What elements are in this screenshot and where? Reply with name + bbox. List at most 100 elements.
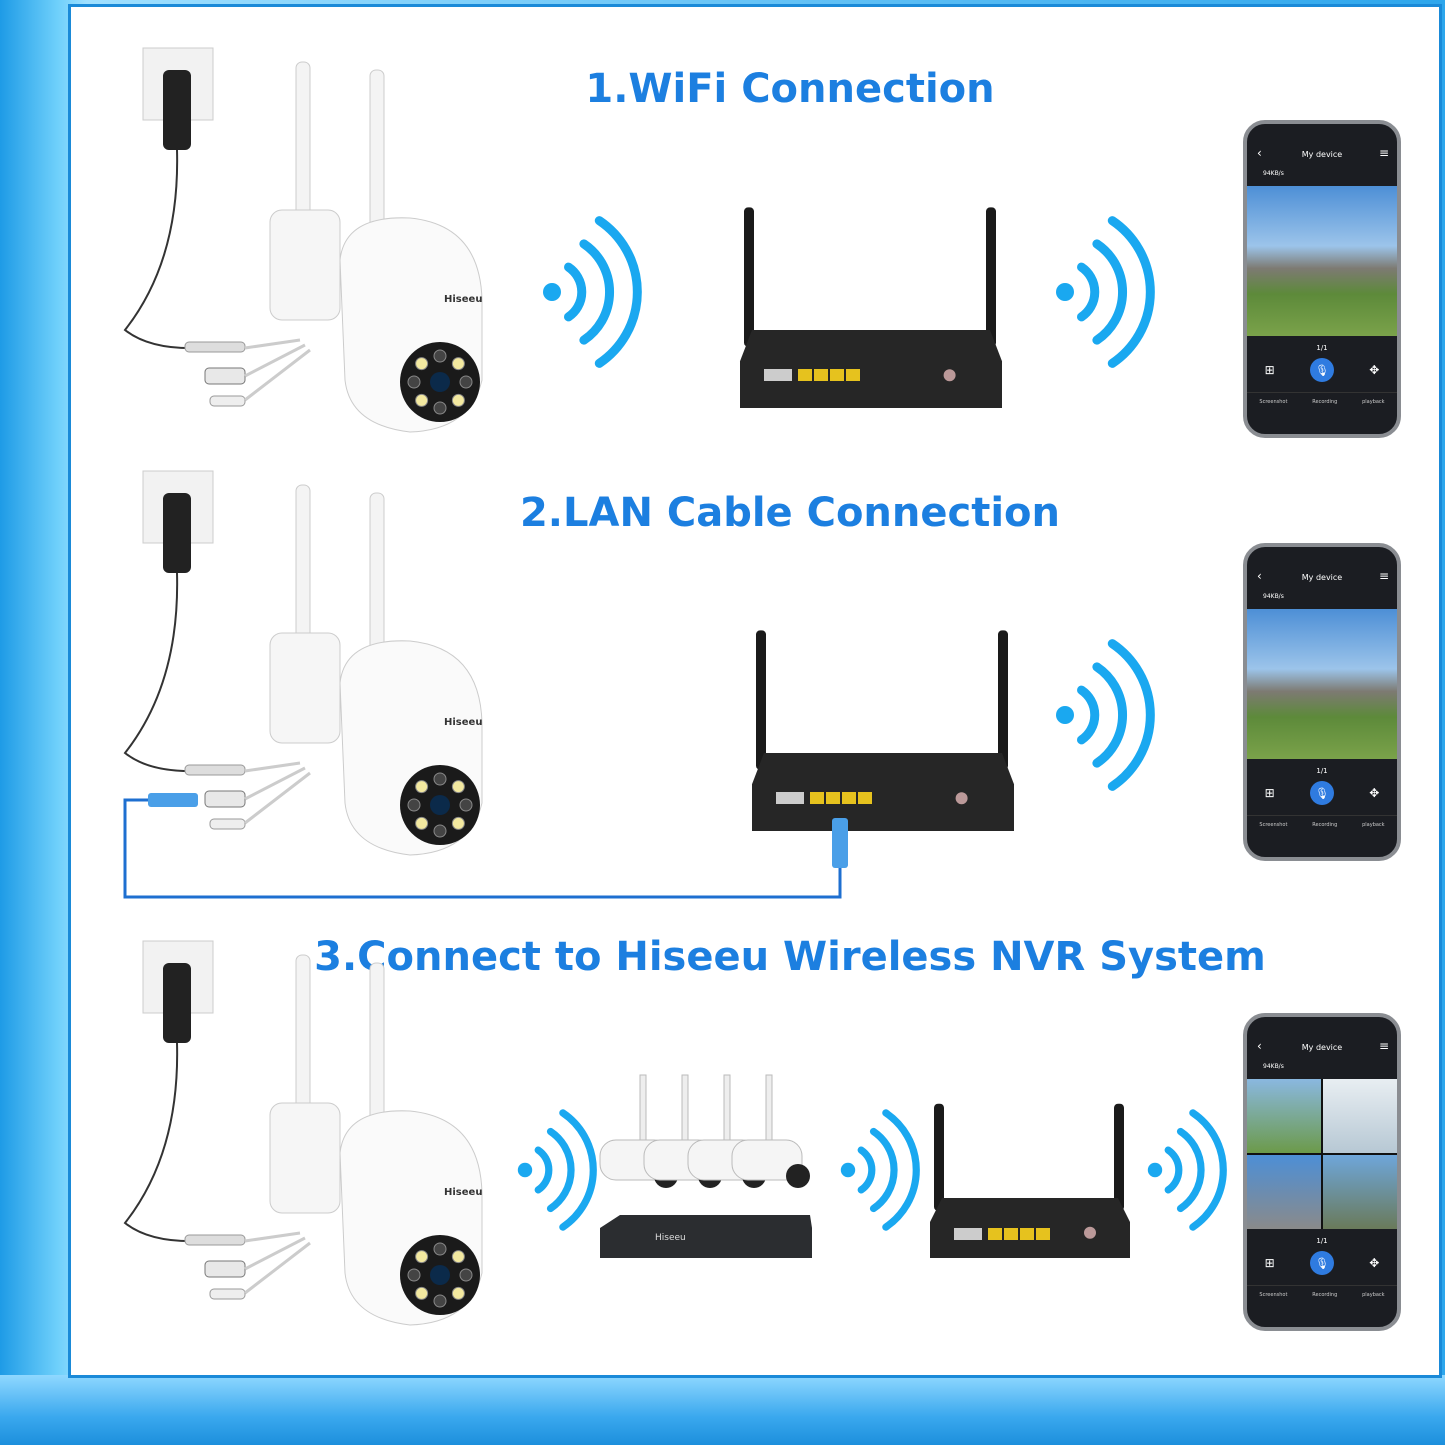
led-light [459, 798, 473, 812]
wifi-dot [517, 1162, 533, 1178]
led-light [407, 375, 421, 389]
router-power-port [943, 369, 956, 382]
screenshot-button[interactable]: Screenshot [1259, 1292, 1288, 1298]
router-lan-port [798, 369, 812, 381]
wifi-signal-icon [840, 1109, 920, 1231]
recording-button[interactable]: Recording [1312, 1292, 1338, 1298]
wifi-arc [1092, 662, 1128, 768]
playback-button[interactable]: playback [1362, 822, 1385, 828]
back-icon[interactable]: ‹ [1257, 146, 1262, 160]
led-light [433, 349, 447, 363]
reset-connector [209, 1288, 246, 1300]
wifi-dot [1056, 283, 1074, 301]
camera-setup: Hiseeu [123, 940, 483, 1326]
lan-plug [148, 793, 198, 807]
speed-readout: 94KB/s [1263, 593, 1284, 600]
wifi-dot [840, 1162, 856, 1178]
grid-icon[interactable]: ⊞ [1264, 1256, 1275, 1270]
speed-readout: 94KB/s [1263, 1063, 1284, 1070]
wifi-arc [857, 1146, 876, 1194]
app-header: ‹ My device ≡ 94KB/s [1247, 547, 1397, 609]
ptz-direction-icon[interactable]: ✥ [1369, 363, 1380, 377]
camera-cables [244, 1231, 311, 1295]
camera-mount [269, 209, 341, 321]
router-body [740, 330, 1002, 408]
lan-cable [123, 798, 842, 899]
led-light [415, 393, 429, 407]
power-cable [123, 1042, 201, 1243]
recording-button[interactable]: Recording [1312, 399, 1338, 405]
bullet-camera [731, 1139, 803, 1181]
led-light [433, 1294, 447, 1308]
app-title: My device [1301, 573, 1343, 582]
router-lan-port [810, 792, 824, 804]
title-lan-connection: 2.LAN Cable Connection [519, 490, 1061, 536]
recording-button[interactable]: Recording [1312, 822, 1338, 828]
camera-mount [269, 632, 341, 744]
wifi-arc [1107, 216, 1155, 368]
wifi-arc [1176, 1127, 1205, 1213]
wifi-arc [559, 1109, 597, 1231]
nvr-camera-antenna [639, 1074, 647, 1146]
router-lan-port [826, 792, 840, 804]
router-lan-port [842, 792, 856, 804]
screenshot-button[interactable]: Screenshot [1259, 822, 1288, 828]
camera-live-view [1247, 186, 1397, 336]
led-light [415, 1286, 429, 1300]
led-light [433, 824, 447, 838]
lan-port [204, 790, 246, 808]
microphone-icon[interactable]: 🎙 [1309, 358, 1334, 382]
power-adapter [163, 70, 191, 150]
dc-connector [184, 341, 246, 353]
router-power-port [955, 792, 968, 805]
back-icon[interactable]: ‹ [1257, 569, 1262, 583]
camera-logo: Hiseeu [444, 717, 482, 728]
wifi-arc [1077, 685, 1100, 745]
ptz-direction-icon[interactable]: ✥ [1369, 1256, 1380, 1270]
wifi-signal-icon [1056, 639, 1155, 791]
ptz-direction-icon[interactable]: ✥ [1369, 786, 1380, 800]
wifi-signal-icon [517, 1109, 597, 1231]
wifi-arc [1092, 239, 1128, 345]
microphone-icon[interactable]: 🎙 [1309, 781, 1334, 805]
led-light [407, 1268, 421, 1282]
router-lan-port [1036, 1228, 1050, 1240]
router-wan-port [764, 369, 792, 381]
wifi-arc [1107, 639, 1155, 791]
nvr-camera-antenna [723, 1074, 731, 1146]
led-light [415, 1250, 429, 1264]
router-power-port [1084, 1226, 1096, 1239]
nvr-logo: Hiseeu [655, 1233, 686, 1243]
reset-connector [209, 818, 246, 830]
led-light [415, 780, 429, 794]
antenna [369, 69, 385, 241]
title-nvr-connection: 3.Connect to Hiseeu Wireless NVR System [314, 934, 1266, 980]
wifi-arc [534, 1146, 553, 1194]
speed-readout: 94KB/s [1263, 170, 1284, 177]
router-antenna [1114, 1103, 1124, 1211]
menu-icon[interactable]: ≡ [1378, 569, 1389, 583]
wifi-arc [869, 1127, 898, 1213]
view-tile [1247, 1155, 1321, 1229]
led-light [451, 393, 465, 407]
wifi-signal-icon [543, 216, 642, 368]
page-indicator: 1/1 [1316, 344, 1328, 352]
menu-icon[interactable]: ≡ [1378, 146, 1389, 160]
reset-connector [209, 395, 246, 407]
grid-icon[interactable]: ⊞ [1264, 786, 1275, 800]
playback-button[interactable]: playback [1362, 1292, 1385, 1298]
playback-button[interactable]: playback [1362, 399, 1385, 405]
router-lan-port [830, 369, 844, 381]
screenshot-button[interactable]: Screenshot [1259, 399, 1288, 405]
wifi-arc [579, 239, 615, 345]
wifi-arc [594, 216, 642, 368]
dc-connector [184, 764, 246, 776]
back-icon[interactable]: ‹ [1257, 1039, 1262, 1053]
microphone-icon[interactable]: 🎙 [1309, 1251, 1334, 1275]
menu-icon[interactable]: ≡ [1378, 1039, 1389, 1053]
view-tile [1323, 1079, 1397, 1153]
wifi-dot [1056, 706, 1074, 724]
grid-icon[interactable]: ⊞ [1264, 363, 1275, 377]
